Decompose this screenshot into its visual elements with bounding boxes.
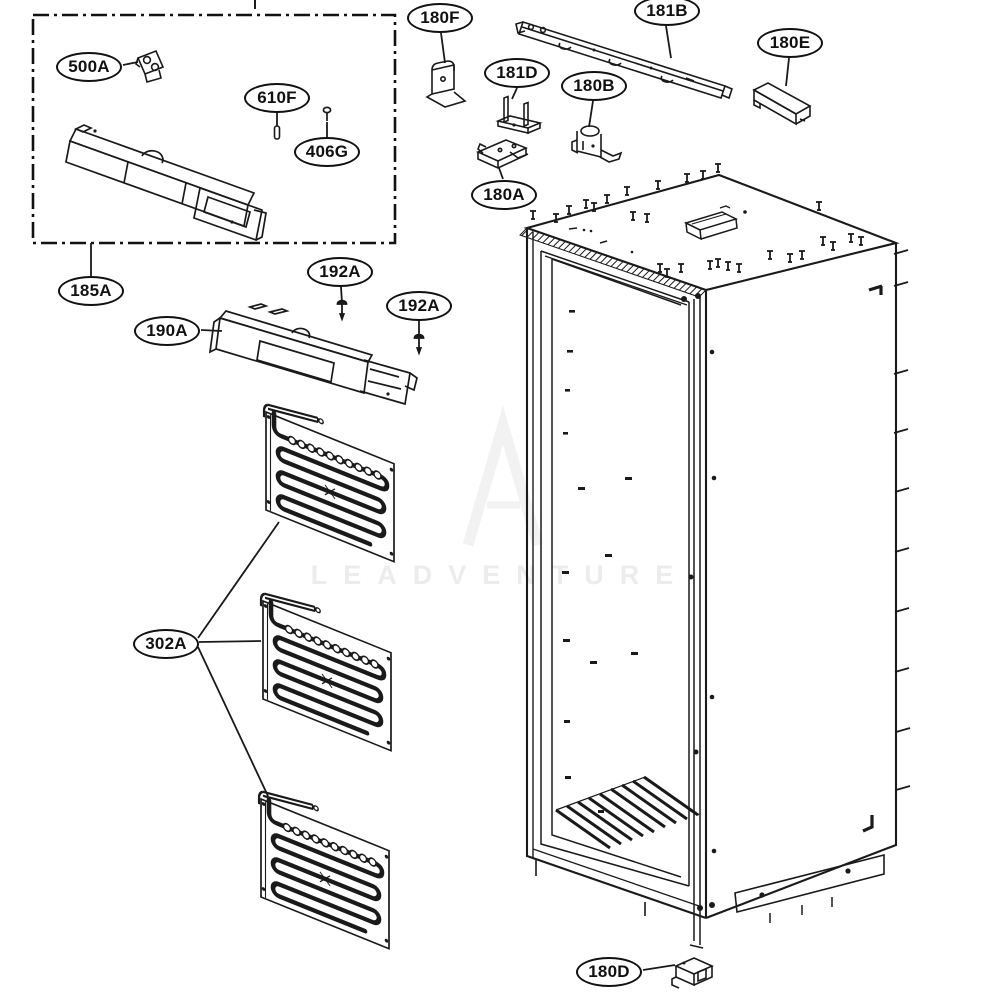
corner-marks [862, 284, 883, 833]
part-180f-drawing [425, 60, 467, 108]
evaporator-panel-1 [264, 396, 394, 562]
callout-192A-2[interactable]: 192A [386, 291, 452, 321]
part-181b-rail-drawing [515, 20, 733, 100]
callout-192A-1[interactable]: 192A [307, 257, 373, 287]
callout-190A[interactable]: 190A [134, 316, 200, 346]
part-180a-drawing [476, 139, 529, 169]
leader-lines [90, 25, 790, 971]
evaporator-panel-2 [261, 585, 391, 751]
evaporator-panel-3 [259, 783, 389, 949]
callout-label: 180A [483, 185, 525, 204]
part-185a-rail-drawing [65, 124, 267, 242]
callout-label: 500A [68, 57, 110, 76]
callout-label: 406G [305, 142, 349, 161]
part-181d-drawing [495, 95, 543, 135]
callout-label: 610F [257, 88, 297, 107]
callout-180A[interactable]: 180A [471, 180, 537, 210]
callout-180B[interactable]: 180B [561, 71, 627, 101]
callout-180E[interactable]: 180E [757, 28, 823, 58]
watermark-text: LEADVENTURE [310, 560, 690, 590]
callout-label: 192A [398, 296, 440, 315]
callout-406G[interactable]: 406G [294, 137, 360, 167]
callout-label: 180F [420, 8, 460, 27]
callout-181B[interactable]: 181B [634, 0, 700, 26]
floor-grate [555, 775, 699, 850]
part-192a-screw-1 [336, 299, 348, 320]
callout-185A[interactable]: 185A [58, 276, 124, 306]
callout-180D[interactable]: 180D [576, 957, 642, 987]
interior-marks [562, 293, 717, 911]
callout-label: 181B [646, 1, 688, 20]
callout-610F[interactable]: 610F [244, 83, 310, 113]
part-500a-drawing [135, 49, 165, 83]
part-610f-drawing [273, 125, 281, 140]
callout-label: 192A [319, 262, 361, 281]
callout-label: 180D [588, 962, 630, 981]
callout-label: 181D [496, 63, 538, 82]
group-box-185a [31, 13, 397, 245]
callout-label: 302A [145, 634, 187, 653]
right-edge-ticks [893, 249, 911, 791]
top-face-marks [568, 227, 634, 254]
callout-181D[interactable]: 181D [484, 58, 550, 88]
cabinet-drawing [519, 162, 911, 949]
part-406g-drawing [322, 106, 332, 121]
part-180e-drawing [752, 82, 812, 126]
callout-label: 180E [769, 33, 811, 52]
part-180d-drawing [671, 957, 714, 989]
callout-180F[interactable]: 180F [407, 3, 473, 33]
top-box [683, 205, 747, 241]
callout-302A[interactable]: 302A [133, 629, 199, 659]
callout-500A[interactable]: 500A [56, 52, 122, 82]
callout-label: 180B [573, 76, 615, 95]
part-190a-drawing [208, 303, 418, 406]
callout-label: 185A [70, 281, 112, 300]
part-192a-screw-2 [413, 333, 425, 354]
part-180b-drawing [571, 125, 623, 163]
callout-label: 190A [146, 321, 188, 340]
